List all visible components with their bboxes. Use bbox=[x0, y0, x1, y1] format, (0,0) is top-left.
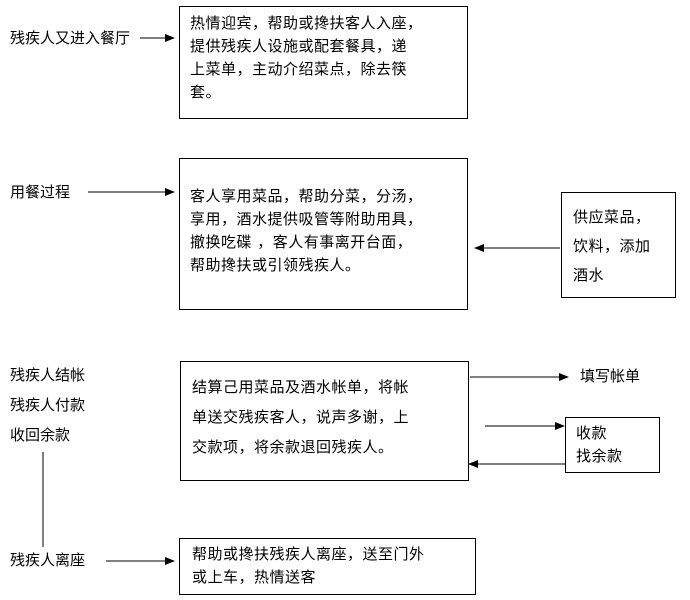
fill-bill-label: 填写帐单 bbox=[580, 367, 641, 385]
supply-box: 供应菜品， 饮料，添加 酒水 bbox=[561, 192, 676, 298]
settlement-text: 结算己用菜品及酒水帐单，将帐 单送交残疾客人，说声多谢，上 交款项，将余款退回残… bbox=[192, 378, 410, 456]
dining-service-box: 客人享用菜品，帮助分菜，分汤， 享用，酒水提供吸管等附助用具， 撤换吃碟 ，客人… bbox=[179, 158, 468, 310]
farewell-box: 帮助或搀扶残疾人离座，送至门外 或上车，热情送客 bbox=[179, 538, 476, 595]
dining-service-text: 客人享用菜品，帮助分菜，分汤， 享用，酒水提供吸管等附助用具， 撤换吃碟 ，客人… bbox=[190, 187, 423, 274]
settlement-box: 结算己用菜品及酒水帐单，将帐 单送交残疾客人，说声多谢，上 交款项，将余款退回残… bbox=[180, 361, 469, 481]
welcome-box: 热情迎宾，帮助或搀扶客人入座， 提供残疾人设施或配套餐具，递 上菜单，主动介绍菜… bbox=[179, 6, 468, 119]
step-label-dining: 用餐过程 bbox=[10, 183, 71, 201]
step-label-pay: 残疾人付款 bbox=[10, 396, 86, 414]
step-label-checkout: 残疾人结帐 bbox=[10, 366, 86, 384]
supply-text: 供应菜品， 饮料，添加 酒水 bbox=[573, 208, 651, 284]
step-label-leave: 残疾人离座 bbox=[10, 551, 86, 569]
cashier-text: 收款 找余款 bbox=[576, 424, 623, 465]
farewell-text: 帮助或搀扶残疾人离座，送至门外 或上车，热情送客 bbox=[192, 545, 425, 586]
step-label-enter: 残疾人又进入餐厅 bbox=[10, 29, 131, 47]
step-label-change: 收回余款 bbox=[10, 426, 71, 444]
welcome-text: 热情迎宾，帮助或搀扶客人入座， 提供残疾人设施或配套餐具，递 上菜单，主动介绍菜… bbox=[190, 14, 423, 101]
cashier-box: 收款 找余款 bbox=[565, 417, 660, 473]
